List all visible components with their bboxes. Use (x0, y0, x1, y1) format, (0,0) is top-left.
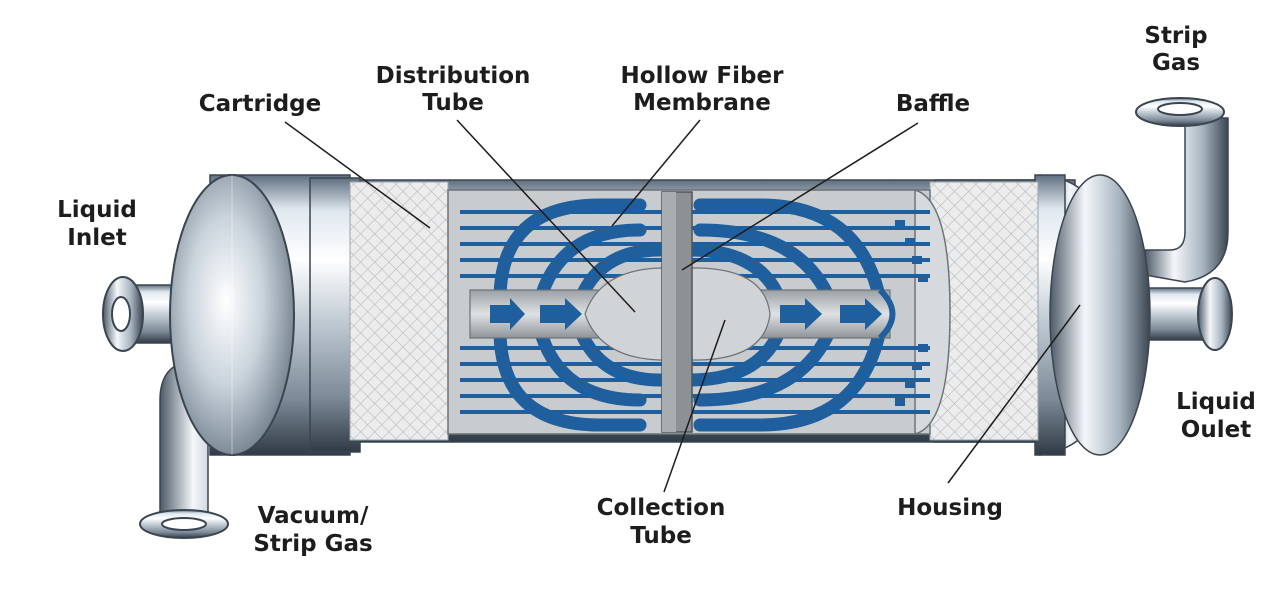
label-liquid-outlet-line2: Oulet (1181, 417, 1251, 443)
label-hollow-fiber-line1: Hollow Fiber (621, 63, 785, 89)
label-liquid-outlet-line1: Liquid (1176, 389, 1256, 415)
label-collection-tube-line1: Collection (597, 495, 726, 521)
label-strip-gas-line2: Gas (1152, 50, 1200, 76)
label-strip-gas-line1: Strip (1144, 23, 1207, 49)
flow-arrows (490, 298, 882, 330)
label-liquid-inlet-line1: Liquid (57, 197, 137, 223)
fiber-ends (895, 220, 928, 406)
label-baffle: Baffle (896, 91, 970, 117)
label-distribution-tube-line1: Distribution (376, 63, 531, 89)
label-vacuum-strip-gas-line2: Strip Gas (253, 531, 372, 557)
label-vacuum-strip-gas-line1: Vacuum/ (258, 503, 369, 529)
strip-gas-pipe (1135, 97, 1229, 283)
label-hollow-fiber-line2: Membrane (633, 90, 771, 116)
label-cartridge: Cartridge (199, 91, 322, 117)
leader-lines (284, 119, 1081, 493)
label-housing: Housing (897, 495, 1003, 521)
cutaway-interior (447, 189, 951, 435)
label-collection-tube-line2: Tube (630, 523, 692, 549)
label-liquid-inlet-line2: Inlet (67, 225, 126, 251)
cartridge-mesh-left (349, 181, 449, 441)
label-distribution-tube-line2: Tube (422, 90, 484, 116)
